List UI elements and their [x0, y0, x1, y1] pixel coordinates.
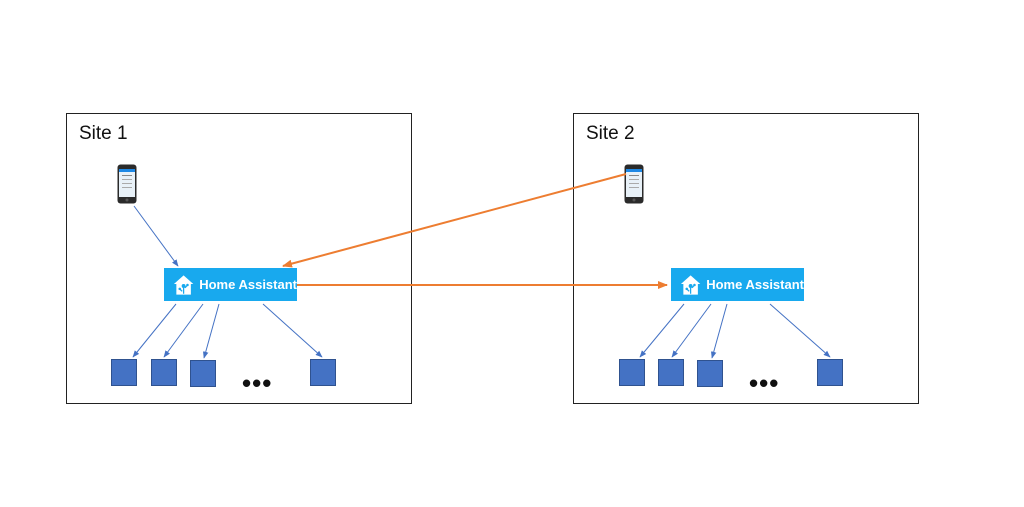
hub-to-device-arrow [639, 303, 685, 358]
device-square [310, 359, 336, 386]
home-assistant-icon [173, 274, 194, 295]
device-square [111, 359, 137, 386]
home-assistant-label: Home Assistant [706, 277, 804, 292]
home-assistant-hub-site-2: Home Assistant [671, 268, 804, 301]
site-1-label: Site 1 [79, 123, 128, 144]
device-square [817, 359, 843, 386]
site-2-label: Site 2 [586, 123, 635, 144]
phone-icon [117, 164, 137, 204]
hub-to-device-arrow [202, 303, 220, 359]
device-square [619, 359, 645, 386]
hub-to-device-arrow [262, 303, 323, 358]
site-1-box: Site 1 [66, 113, 412, 404]
hub-to-device-arrow [163, 303, 204, 358]
device-square [151, 359, 177, 386]
phone-to-hub-arrow [133, 205, 179, 267]
remote-phone-to-hub-arrow [282, 173, 627, 268]
hub-to-device-arrow [671, 303, 712, 358]
device-square [190, 360, 216, 387]
device-square [658, 359, 684, 386]
hub-to-device-arrow [132, 303, 177, 358]
hub-to-device-arrow [710, 303, 728, 359]
site-2-box: Site 2 [573, 113, 919, 404]
home-assistant-hub-site-1: Home Assistant [164, 268, 297, 301]
home-assistant-icon [680, 274, 701, 295]
home-assistant-label: Home Assistant [199, 277, 297, 292]
phone-icon [624, 164, 644, 204]
device-square [697, 360, 723, 387]
hub-to-device-arrow [769, 303, 831, 358]
